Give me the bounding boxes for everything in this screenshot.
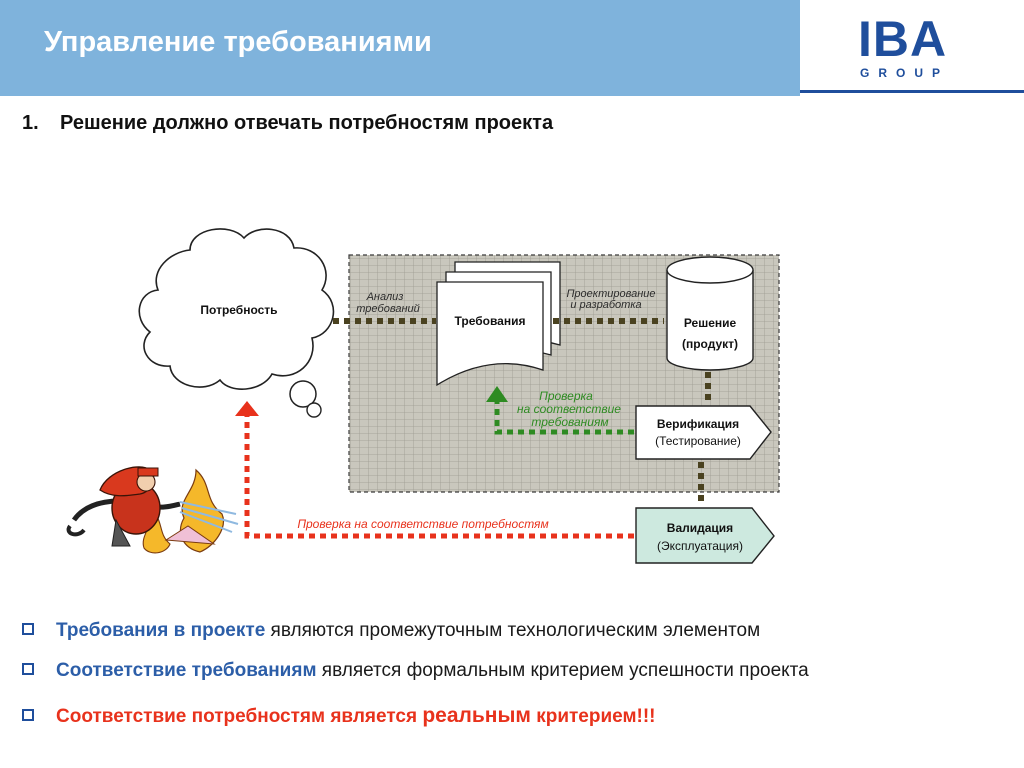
analysis-label-line1: Анализ — [366, 291, 404, 303]
design-label-line2: и разработка — [570, 299, 641, 311]
firefighter-illustration — [66, 466, 239, 554]
bullet-2-highlight: Соответствие требованиям — [56, 660, 317, 681]
bullet-1-highlight: Требования в проекте — [56, 620, 266, 641]
verification-box — [635, 405, 772, 460]
needs-check-connector — [244, 416, 634, 539]
section-number: 1. — [22, 112, 39, 134]
check-req-label-line3: требованиям — [531, 415, 608, 429]
bullet-3-highlight: Соответствие потребностям является — [56, 706, 423, 727]
validation-label-line1: Валидация — [667, 521, 733, 535]
need-cloud — [138, 228, 335, 418]
analysis-label-line2: требований — [356, 303, 420, 315]
check-req-label-line2: на соответствие — [517, 402, 621, 416]
iba-logo: IBA — [858, 11, 948, 67]
validation-label-line2: (Эксплуатация) — [657, 539, 743, 553]
check-req-label-line1: Проверка — [539, 389, 593, 403]
verification-label-line2: (Тестирование) — [655, 434, 741, 448]
bullet-checkbox-icon — [22, 623, 34, 635]
header-band — [0, 0, 800, 96]
logo-underline — [800, 90, 1024, 93]
bullet-3-tail: критерием!!! — [530, 706, 656, 727]
slide-title: Управление требованиями — [44, 26, 432, 58]
iba-logo-subtitle: GROUP — [860, 66, 950, 80]
section-heading-text: Решение должно отвечать потребностям про… — [60, 112, 554, 134]
bullet-item-1: Требования в проекте являются промежуточ… — [22, 620, 760, 642]
requirements-check-connector — [494, 398, 634, 435]
requirements-check-arrowhead — [486, 386, 508, 402]
bullet-1-text: являются промежуточным технологическим э… — [265, 620, 761, 641]
check-need-label: Проверка на соответствие потребностям — [297, 517, 548, 531]
bullet-item-3: Соответствие потребностям является реаль… — [22, 704, 656, 728]
solution-label-line1: Решение — [684, 316, 737, 330]
validation-box — [635, 507, 775, 564]
verification-label-line1: Верификация — [657, 417, 739, 431]
bullet-2-text: является формальным критерием успешности… — [316, 660, 809, 681]
requirements-label: Требования — [455, 314, 526, 328]
solution-label-line2: (продукт) — [682, 337, 738, 351]
bullet-3-emphasis: реальным — [422, 704, 531, 727]
bullet-checkbox-icon — [22, 663, 34, 675]
solution-cylinder — [666, 256, 754, 371]
section-heading: 1. Решение должно отвечать потребностям п… — [22, 112, 553, 135]
needs-check-arrowhead — [235, 401, 259, 416]
logo-area — [800, 0, 1024, 96]
bullet-item-2: Соответствие требованиям является формал… — [22, 660, 809, 682]
requirements-documents — [436, 261, 561, 387]
design-label-line1: Проектирование — [566, 288, 655, 300]
bullet-checkbox-icon — [22, 709, 34, 721]
need-label: Потребность — [200, 303, 277, 317]
